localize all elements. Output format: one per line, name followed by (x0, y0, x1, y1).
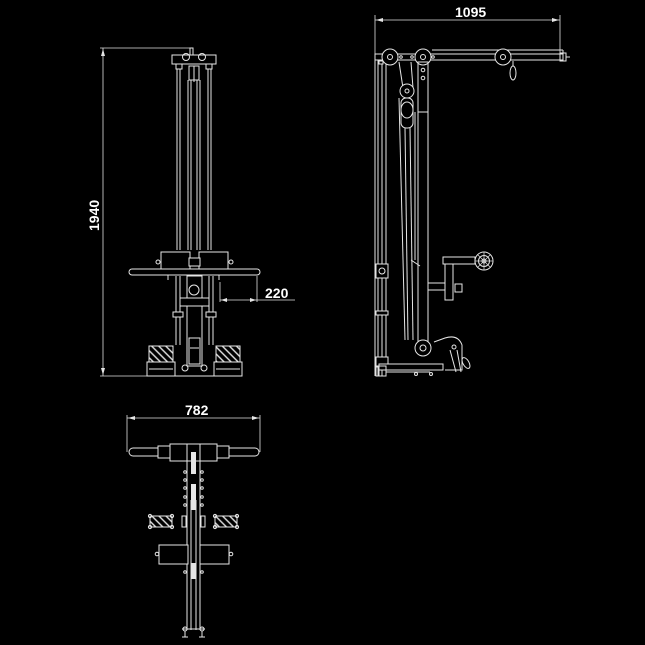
top-foot-plates (147, 513, 240, 530)
side-base (375, 336, 471, 377)
width-dimension-line (126, 415, 261, 452)
front-view (100, 47, 295, 377)
top-view (126, 415, 261, 638)
top-pulley-head (171, 47, 217, 82)
height-dimension-line (100, 47, 191, 377)
top-thigh-pads (154, 544, 234, 579)
height-dimension-label: 1940 (86, 199, 102, 231)
depth-dimension-line (374, 15, 561, 56)
front-handle-bar (128, 268, 261, 280)
width-dimension-label: 782 (185, 402, 209, 418)
side-upright (374, 60, 389, 376)
handle-offset-dimension (219, 276, 295, 302)
side-view (374, 15, 570, 377)
top-arm-beam (374, 48, 570, 81)
foot-plates (146, 345, 243, 377)
top-base-feet (182, 626, 205, 638)
depth-dimension-label: 1095 (455, 4, 487, 20)
front-lower-frame (172, 275, 217, 367)
top-center-beam (183, 452, 204, 630)
cable-and-pulleys (398, 61, 429, 350)
handle-offset-dimension-label: 220 (265, 285, 289, 301)
side-seat-arm (427, 251, 494, 301)
front-columns (176, 69, 212, 250)
